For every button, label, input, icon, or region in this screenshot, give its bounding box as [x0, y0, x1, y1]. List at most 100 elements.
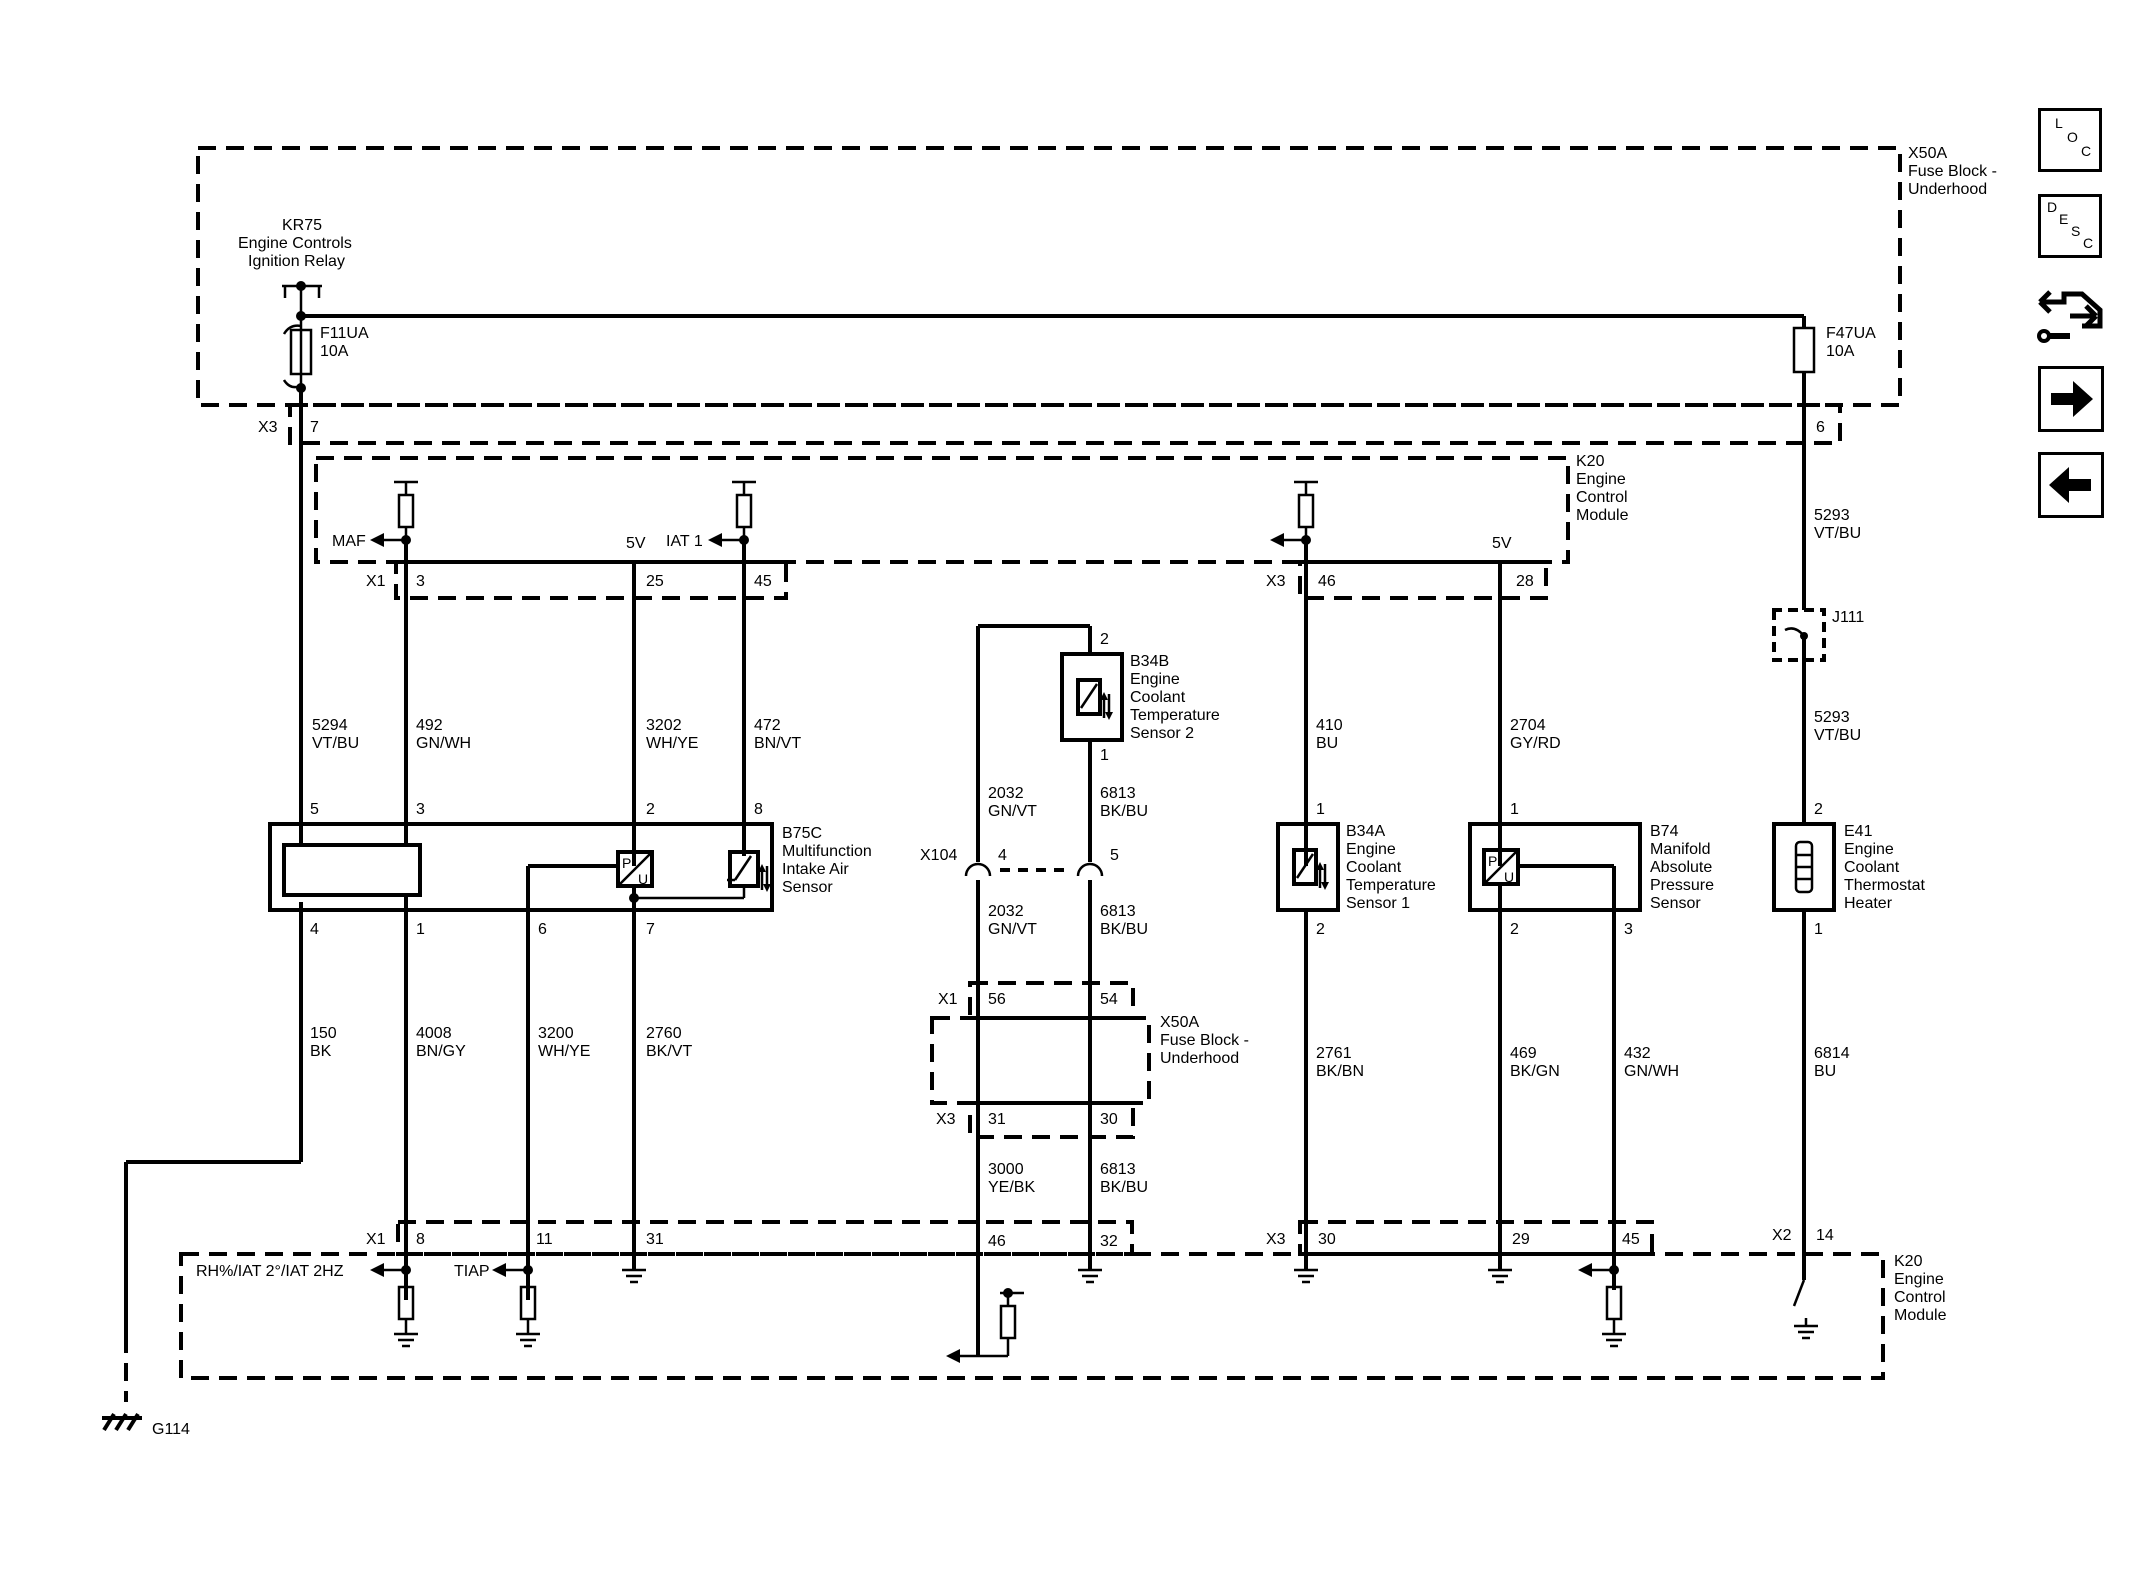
- signal-5v-a: 5V: [626, 535, 646, 552]
- connector-x3-bottom-outline: [1298, 1220, 1654, 1256]
- svg-text:VT/BU: VT/BU: [312, 735, 359, 752]
- svg-text:BU: BU: [1316, 735, 1338, 752]
- connector-x3-fb-outline: [968, 1101, 1135, 1139]
- svg-text:2: 2: [1316, 921, 1325, 938]
- b75c-maf-element: [282, 843, 422, 897]
- svg-text:4: 4: [310, 921, 319, 938]
- svg-text:5294: 5294: [312, 717, 348, 734]
- svg-text:BU: BU: [1814, 1063, 1836, 1080]
- svg-text:WH/YE: WH/YE: [538, 1043, 590, 1060]
- loc-letter-c: C: [2081, 143, 2092, 159]
- svg-text:YE/BK: YE/BK: [988, 1179, 1035, 1196]
- svg-text:K20: K20: [1576, 453, 1605, 470]
- svg-text:14: 14: [1816, 1227, 1834, 1244]
- connector-repair-button[interactable]: [2036, 280, 2106, 348]
- desc-letter-d: D: [2047, 199, 2058, 215]
- svg-text:X3: X3: [1266, 573, 1286, 590]
- ground-symbol-x3-30: [1294, 1268, 1318, 1284]
- svg-text:32: 32: [1100, 1233, 1118, 1250]
- svg-text:Engine: Engine: [1844, 841, 1894, 858]
- b34b-sensor: [1060, 652, 1124, 742]
- svg-text:30: 30: [1100, 1111, 1118, 1128]
- svg-text:BK/GN: BK/GN: [1510, 1063, 1560, 1080]
- loc-letter-l: L: [2055, 115, 2063, 131]
- svg-text:Control: Control: [1576, 489, 1628, 506]
- svg-text:Heater: Heater: [1844, 895, 1893, 912]
- svg-text:Module: Module: [1576, 507, 1629, 524]
- svg-text:B75C: B75C: [782, 825, 822, 842]
- b34a-pullup: [1270, 480, 1318, 547]
- svg-text:U: U: [638, 871, 648, 887]
- svg-text:Coolant: Coolant: [1844, 859, 1900, 876]
- connector-repair-icon: [2037, 290, 2103, 343]
- connector-x1-bottom-outline: [396, 1220, 1134, 1256]
- svg-text:GY/RD: GY/RD: [1510, 735, 1561, 752]
- signal-tiap: TIAP: [454, 1263, 490, 1280]
- fuse-block-underhood-outline: [196, 146, 1902, 407]
- kr75-relay: [282, 281, 322, 335]
- svg-text:X2: X2: [1772, 1227, 1792, 1244]
- next-button[interactable]: [2038, 366, 2104, 432]
- svg-text:2032: 2032: [988, 903, 1024, 920]
- svg-text:5293: 5293: [1814, 709, 1850, 726]
- splice-j111: [1772, 608, 1826, 662]
- description-button[interactable]: D E S C: [2038, 194, 2102, 258]
- e41-heater-element: [1794, 840, 1814, 894]
- label-g114: G114: [152, 1421, 190, 1438]
- svg-text:X3: X3: [1266, 1231, 1286, 1248]
- arrow-right-icon: [2051, 381, 2093, 417]
- svg-text:KR75: KR75: [282, 217, 322, 234]
- svg-text:472: 472: [754, 717, 781, 734]
- tiap-pulldown: [492, 1263, 540, 1348]
- svg-text:25: 25: [646, 573, 664, 590]
- svg-text:BK: BK: [310, 1043, 332, 1060]
- svg-text:X50A: X50A: [1160, 1014, 1199, 1031]
- svg-text:1: 1: [1316, 801, 1325, 818]
- svg-text:Sensor: Sensor: [1650, 895, 1701, 912]
- svg-text:2761: 2761: [1316, 1045, 1352, 1062]
- svg-text:7: 7: [646, 921, 655, 938]
- svg-text:5: 5: [310, 801, 319, 818]
- svg-text:Engine: Engine: [1346, 841, 1396, 858]
- ground-g114-symbol: [102, 1412, 142, 1432]
- svg-text:Coolant: Coolant: [1130, 689, 1186, 706]
- svg-text:Temperature: Temperature: [1130, 707, 1220, 724]
- b34a-thermistor: [1292, 848, 1329, 890]
- signal-rh-iat2: RH%/IAT 2°/IAT 2HZ: [196, 1263, 344, 1280]
- connector-labels: X3 7 6 X1 3 25 45 X3 46 28 X104 4 5 X1 5…: [258, 419, 1834, 1250]
- previous-button[interactable]: [2038, 452, 2104, 518]
- svg-text:BK/VT: BK/VT: [646, 1043, 692, 1060]
- svg-text:Engine Controls: Engine Controls: [238, 235, 352, 252]
- svg-text:6813: 6813: [1100, 785, 1136, 802]
- svg-text:BK/BU: BK/BU: [1100, 921, 1148, 938]
- svg-text:Sensor 2: Sensor 2: [1130, 725, 1194, 742]
- svg-text:3: 3: [1624, 921, 1633, 938]
- svg-text:Underhood: Underhood: [1908, 181, 1987, 198]
- b75c-sensor: [268, 822, 774, 912]
- label-x50a-top: X50A Fuse Block - Underhood: [1908, 145, 1997, 198]
- svg-text:6813: 6813: [1100, 903, 1136, 920]
- svg-text:1: 1: [1510, 801, 1519, 818]
- map-signal-pulldown: [1578, 1263, 1626, 1348]
- svg-text:410: 410: [1316, 717, 1343, 734]
- iat1-pullup: [708, 480, 756, 547]
- svg-text:29: 29: [1512, 1231, 1530, 1248]
- location-button[interactable]: L O C: [2038, 108, 2102, 172]
- svg-text:X3: X3: [936, 1111, 956, 1128]
- label-x50a-mid: X50A Fuse Block - Underhood: [1160, 1014, 1249, 1067]
- svg-text:Thermostat: Thermostat: [1844, 877, 1925, 894]
- svg-text:28: 28: [1516, 573, 1534, 590]
- svg-text:Pressure: Pressure: [1650, 877, 1714, 894]
- svg-text:Module: Module: [1894, 1307, 1947, 1324]
- svg-text:54: 54: [1100, 991, 1118, 1008]
- svg-text:6: 6: [1816, 419, 1825, 436]
- svg-text:432: 432: [1624, 1045, 1651, 1062]
- svg-text:Engine: Engine: [1576, 471, 1626, 488]
- label-b74: B74 Manifold Absolute Pressure Sensor: [1650, 823, 1714, 912]
- svg-text:6814: 6814: [1814, 1045, 1850, 1062]
- svg-text:2032: 2032: [988, 785, 1024, 802]
- svg-text:F47UA: F47UA: [1826, 325, 1876, 342]
- label-j111: J111: [1832, 609, 1864, 626]
- svg-text:X104: X104: [920, 847, 957, 864]
